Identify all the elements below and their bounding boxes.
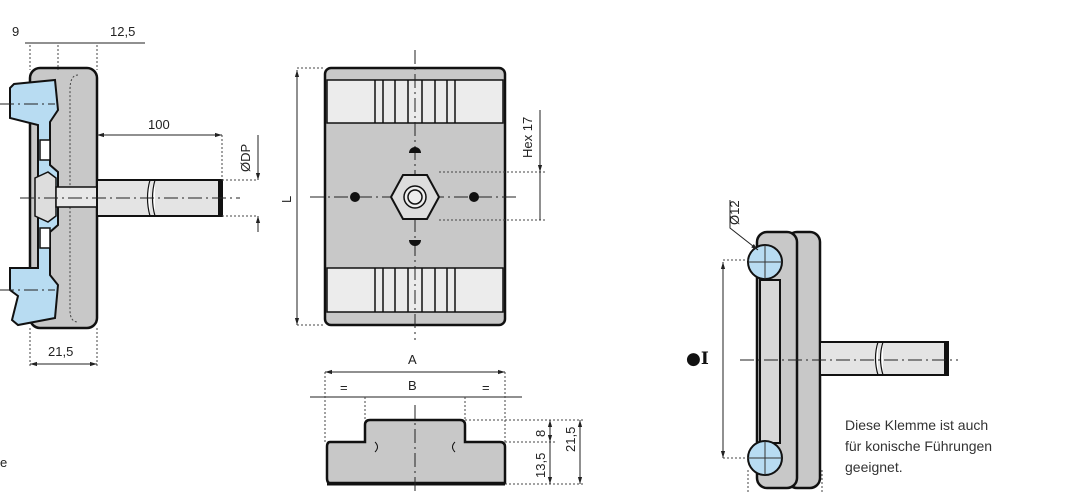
dim-hex: Hex 17: [520, 117, 535, 158]
dim-dp: ØDP: [238, 144, 253, 172]
dim-l: L: [279, 196, 294, 203]
side-view-left: 9 12,5 100 ØDP 21,5 L e: [0, 24, 325, 470]
eq-left: =: [340, 380, 348, 395]
dim-8: 8: [533, 430, 548, 437]
dim-21-5-left: 21,5: [48, 344, 73, 359]
note-line-3: geeignet.: [845, 459, 903, 475]
section-view: A B = = 8 13,5 21,5: [310, 352, 585, 493]
dim-12-5: 12,5: [110, 24, 135, 39]
dim-13-5: 13,5: [533, 453, 548, 478]
side-view-right: ●I Ø12 Diese Klemme ist auch für konisch…: [686, 200, 992, 493]
note-line-1: Diese Klemme ist auch: [845, 417, 988, 433]
dim-100: 100: [148, 117, 170, 132]
dim-i: ●I: [686, 349, 709, 369]
dim-9: 9: [12, 24, 19, 39]
eq-right: =: [482, 380, 490, 395]
note-line-2: für konische Führungen: [845, 438, 992, 454]
profile-section: [325, 418, 507, 485]
cut-text: e: [0, 455, 7, 470]
dim-b: B: [408, 378, 417, 393]
shaft-right: [819, 341, 949, 376]
dim-ball: Ø12: [727, 200, 742, 225]
dim-21-5-section: 21,5: [563, 427, 578, 452]
hex-nut: [34, 171, 57, 223]
top-view: Hex 17: [310, 50, 545, 340]
dim-a: A: [408, 352, 417, 367]
